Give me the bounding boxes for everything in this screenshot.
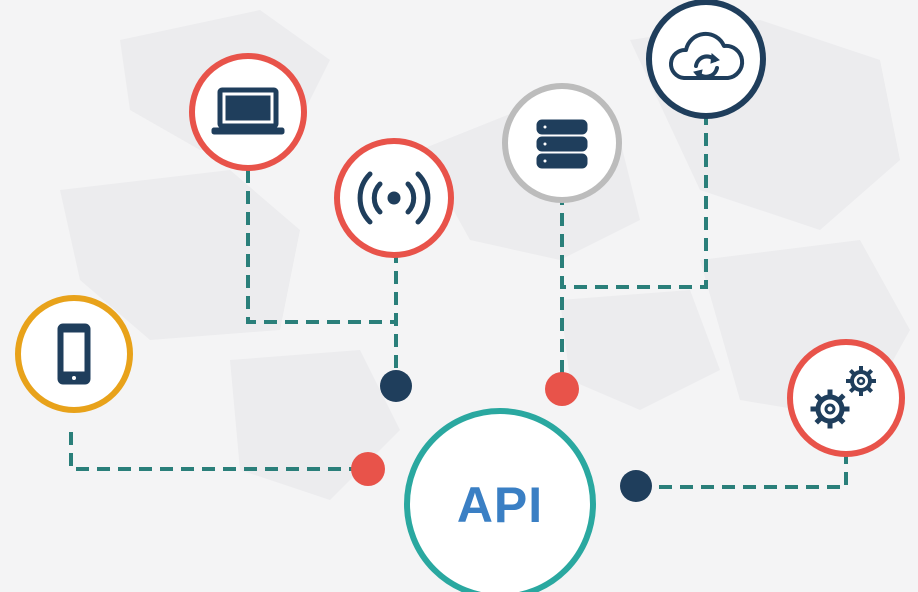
connector-cloud-sync: [562, 112, 708, 289]
junctions: [351, 370, 652, 502]
gears-icon: [810, 366, 876, 429]
connector-mobile: [69, 432, 364, 471]
api-label: API: [457, 477, 543, 533]
api-hub: API: [404, 408, 596, 592]
node-cloud-sync: [646, 0, 766, 119]
mobile-phone-icon: [57, 323, 91, 385]
junction-dot-laptop-wireless: [380, 370, 412, 402]
cloud-sync-icon: [668, 31, 745, 81]
node-gears: [787, 339, 905, 457]
connector-laptop: [246, 170, 396, 324]
connector-gears: [638, 452, 848, 489]
junction-dot-gears: [620, 470, 652, 502]
connectors: [69, 112, 848, 489]
node-mobile: [15, 295, 133, 413]
node-wireless: [334, 138, 454, 258]
database-icon: [536, 119, 588, 169]
laptop-icon: [211, 87, 285, 135]
wireless-signal-icon: [357, 171, 431, 225]
node-database: [502, 83, 622, 203]
junction-dot-database-cloud: [545, 372, 579, 406]
node-laptop: [189, 53, 307, 171]
junction-dot-mobile: [351, 452, 385, 486]
